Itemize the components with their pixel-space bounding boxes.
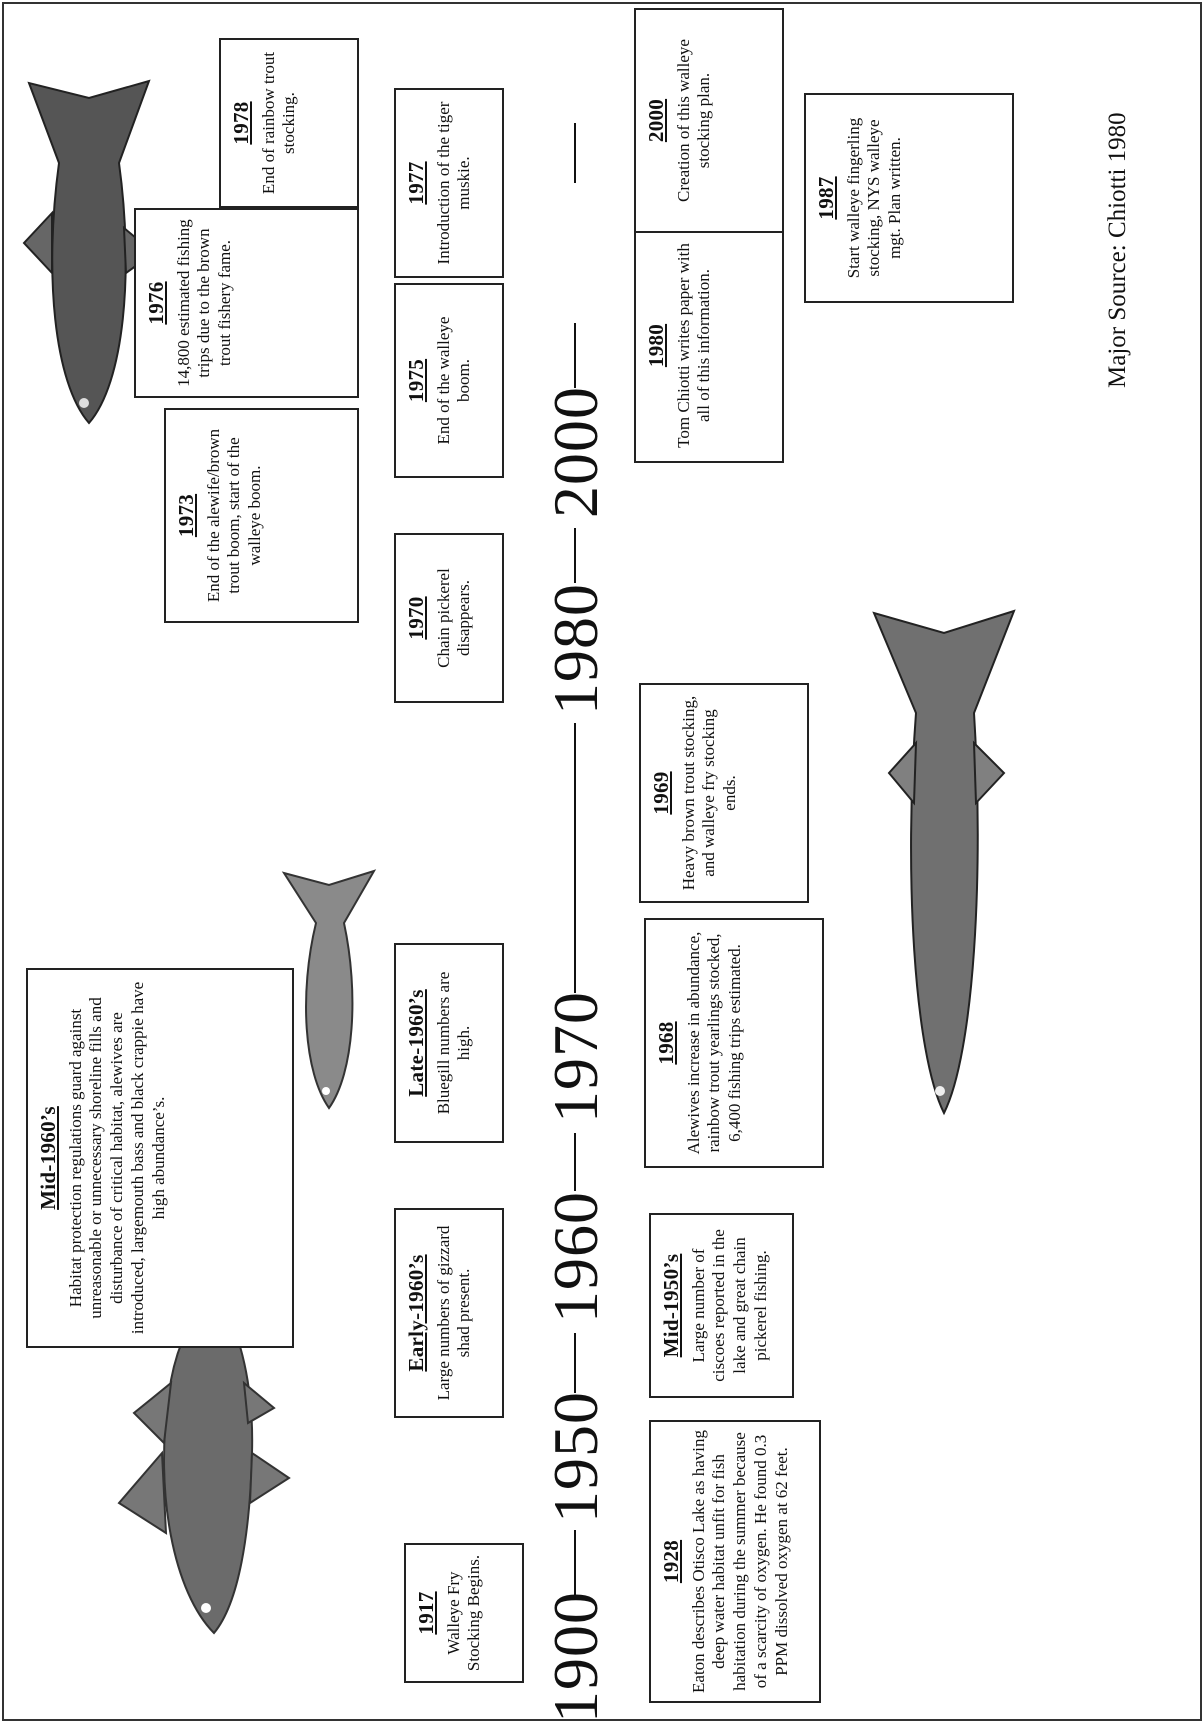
- event-text: Tom Chiotti writes paper with all of thi…: [673, 243, 714, 448]
- event-text: Large numbers of gizzard shad present.: [433, 1225, 474, 1401]
- shad-fish-icon: [281, 869, 377, 1110]
- event-box-1973: 1973 End of the alewife/brown trout boom…: [164, 408, 359, 623]
- source-caption: Major Source: Chiotti 1980: [1104, 112, 1131, 388]
- event-text: End of rainbow trout stocking.: [258, 51, 299, 195]
- walleye-fish-icon: [117, 1259, 291, 1635]
- event-year: Late-1960’s: [404, 989, 428, 1097]
- event-year: 1970: [404, 596, 428, 640]
- event-text: Chain pickerel disappears.: [433, 568, 474, 668]
- event-year: 1987: [814, 176, 838, 220]
- axis-label-2000: 2000: [540, 386, 611, 518]
- event-text: End of the alewife/brown trout boom, sta…: [203, 428, 265, 603]
- event-box-1976: 1976 14,800 estimated fishing trips due …: [134, 208, 359, 398]
- event-year: 2000: [644, 98, 668, 143]
- event-text: Creation of this walleye stocking plan.: [673, 39, 714, 202]
- event-box-early-1960s: Early-1960’s Large numbers of gizzard sh…: [394, 1208, 504, 1418]
- axis-segment: [574, 1133, 576, 1191]
- event-box-mid-1960s: Mid-1960’s Habitat protection regulation…: [26, 968, 294, 1348]
- event-text: Alewives increase in abundance, rainbow …: [683, 931, 745, 1155]
- axis-label-1980: 1980: [540, 583, 611, 715]
- axis-segment: [574, 528, 576, 583]
- brown-trout-fish-icon: [22, 79, 156, 425]
- timeline-stage: 1900 1950 1960 1970 1980 2000 1917 Walle…: [4, 4, 1200, 1721]
- event-text: Bluegill numbers are high.: [433, 971, 474, 1115]
- event-box-1987: 1987 Start walleye fingerling stocking, …: [804, 93, 1014, 303]
- event-box-1970: 1970 Chain pickerel disappears.: [394, 533, 504, 703]
- axis-segment: [574, 1333, 576, 1393]
- event-box-2000: 2000 Creation of this walleye stocking p…: [634, 8, 784, 233]
- event-year: 1917: [414, 1591, 438, 1635]
- event-year: 1977: [404, 161, 428, 205]
- event-box-1969: 1969 Heavy brown trout stocking, and wal…: [639, 683, 809, 903]
- axis-segment: [574, 323, 576, 388]
- event-year: 1969: [649, 771, 673, 815]
- event-text: 14,800 estimated fishing trips due to th…: [173, 219, 235, 387]
- axis-label-1960: 1960: [540, 1191, 611, 1323]
- event-year: 1976: [144, 281, 168, 325]
- event-text: Walleye Fry Stocking Begins.: [443, 1554, 484, 1672]
- event-box-1978: 1978 End of rainbow trout stocking.: [219, 38, 359, 208]
- event-year: 1973: [174, 493, 198, 538]
- axis-label-1970: 1970: [540, 991, 611, 1123]
- axis-segment: [574, 723, 576, 993]
- event-year: Mid-1950’s: [659, 1253, 683, 1358]
- axis-label-1900: 1900: [540, 1591, 611, 1721]
- event-box-mid-1950s: Mid-1950’s Large number of ciscoes repor…: [649, 1213, 794, 1398]
- event-box-1928: 1928 Eaton describes Otisco Lake as havi…: [649, 1420, 821, 1703]
- axis-segment: [574, 1530, 576, 1595]
- event-year: 1928: [659, 1539, 683, 1584]
- event-box-1968: 1968 Alewives increase in abundance, rai…: [644, 918, 824, 1168]
- event-text: Habitat protection regulations guard aga…: [65, 981, 168, 1335]
- event-box-1975: 1975 End of the walleye boom.: [394, 283, 504, 478]
- event-text: Introduction of the tiger muskie.: [433, 101, 474, 265]
- event-year: 1968: [654, 1021, 678, 1065]
- axis-label-1950: 1950: [540, 1391, 611, 1523]
- event-year: 1975: [404, 358, 428, 403]
- event-text: Start walleye fingerling stocking, NYS w…: [843, 117, 905, 279]
- event-box-1977: 1977 Introduction of the tiger muskie.: [394, 88, 504, 278]
- event-text: Eaton describes Otisco Lake as having de…: [688, 1430, 791, 1693]
- event-year: 1980: [644, 323, 668, 368]
- event-text: Large number of ciscoes reported in the …: [688, 1229, 770, 1382]
- axis-segment: [574, 123, 576, 183]
- tiger-muskie-fish-icon: [872, 609, 1016, 1116]
- event-year: Early-1960’s: [404, 1254, 428, 1372]
- event-box-1917: 1917 Walleye Fry Stocking Begins.: [404, 1543, 524, 1683]
- event-text: End of the walleye boom.: [433, 316, 474, 445]
- event-text: Heavy brown trout stocking, and walleye …: [678, 695, 740, 891]
- event-box-late-1960s: Late-1960’s Bluegill numbers are high.: [394, 943, 504, 1143]
- event-box-1980: 1980 Tom Chiotti writes paper with all o…: [634, 228, 784, 463]
- event-year: Mid-1960’s: [36, 1106, 60, 1210]
- event-year: 1978: [229, 101, 253, 145]
